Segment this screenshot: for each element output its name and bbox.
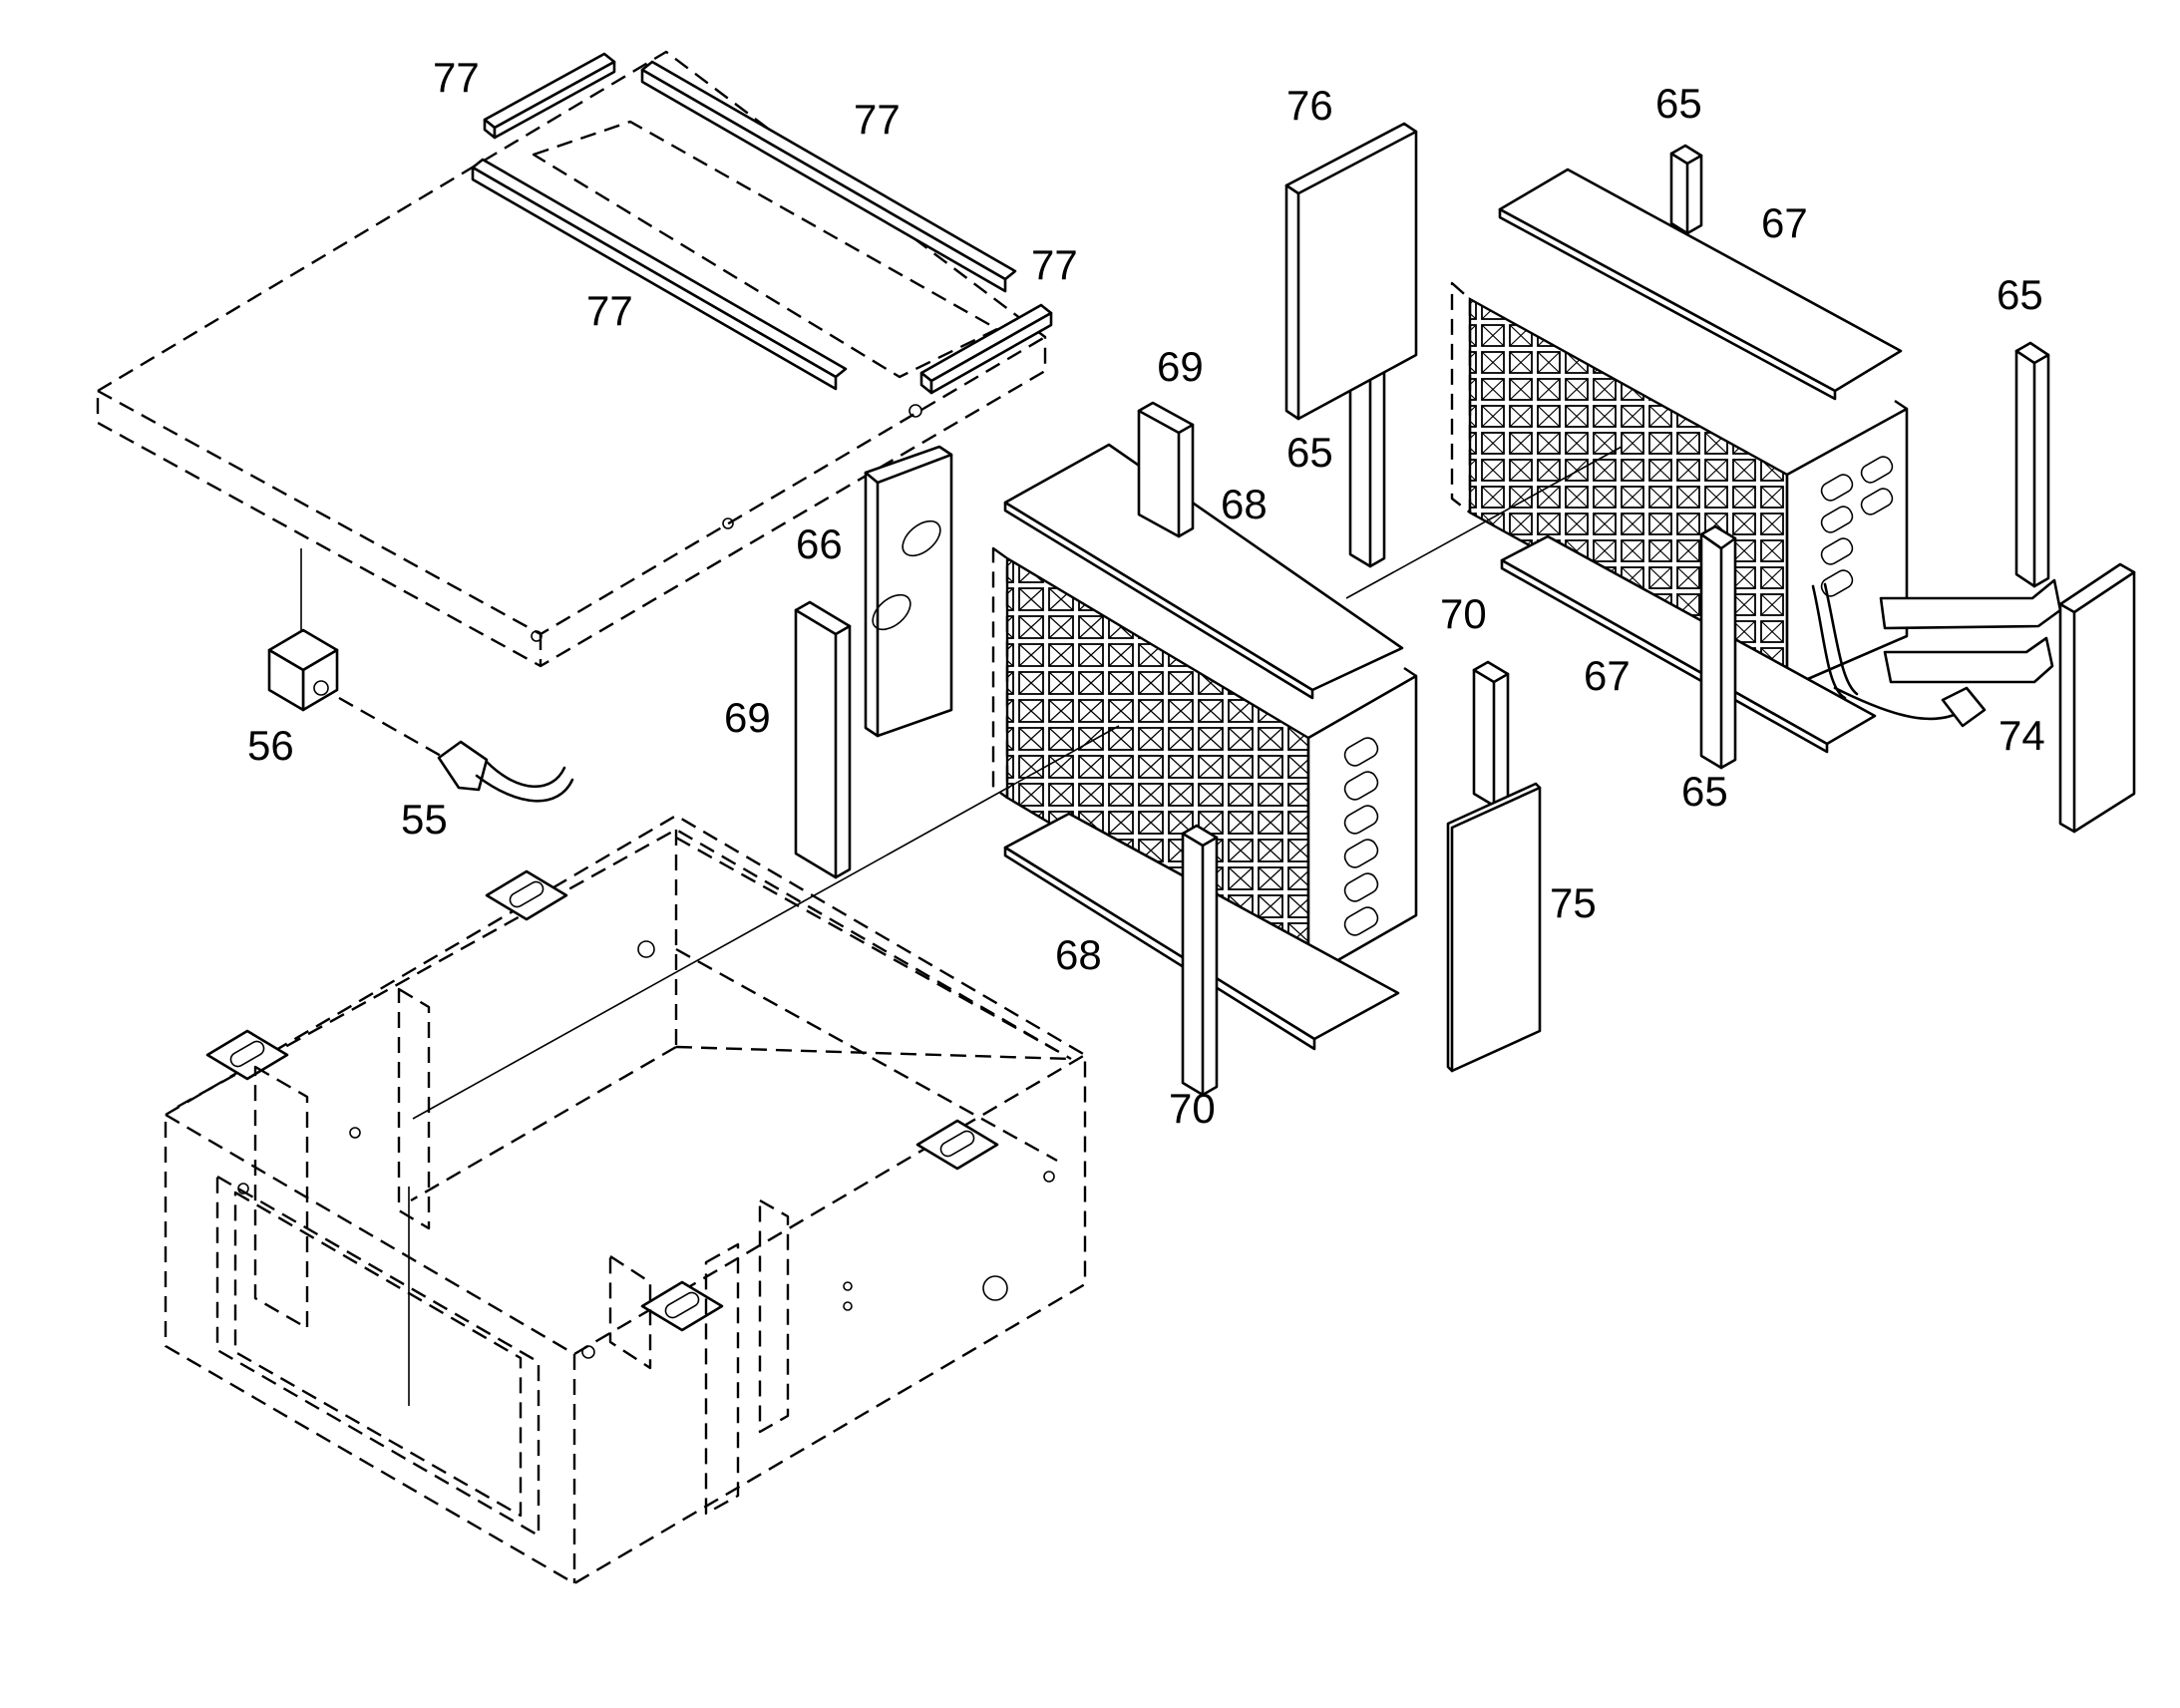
side-panel-69-upper	[1137, 401, 1195, 538]
label-70: 70	[1440, 590, 1487, 637]
label-74: 74	[1998, 712, 2045, 759]
label-67: 67	[1584, 652, 1631, 699]
gasket-plate-66	[864, 445, 953, 738]
mounting-tab-3	[915, 1119, 999, 1171]
side-strip-65-lower	[1699, 524, 1737, 770]
label-67: 67	[1761, 199, 1808, 246]
label-77: 77	[586, 287, 633, 334]
top-plate-67	[1498, 168, 1903, 401]
label-68: 68	[1055, 931, 1102, 978]
side-strip-70-lower	[1181, 824, 1219, 1097]
gasket-strip-long-lower	[471, 158, 848, 391]
side-strip-70-upper	[1472, 660, 1510, 808]
rear-coil-tube-ends	[1820, 456, 1894, 597]
label-69: 69	[724, 694, 771, 741]
front-coil-assembly	[991, 546, 1418, 980]
label-77: 77	[1031, 241, 1078, 288]
label-65: 65	[1997, 271, 2043, 318]
side-panel-75	[1446, 782, 1542, 1073]
part-labels: 77 77 77 77 76 65 65 65 65 67 67 69 69 6…	[247, 54, 2045, 1132]
side-strip-65-right	[2014, 341, 2050, 588]
label-75: 75	[1550, 879, 1597, 926]
side-strip-65-top	[1669, 144, 1703, 235]
mounting-tab-1	[485, 869, 568, 921]
gasket-strip-short-right	[919, 303, 1053, 395]
label-68: 68	[1221, 481, 1268, 527]
label-65: 65	[1681, 768, 1728, 815]
insulation-block-76	[1284, 122, 1418, 421]
label-65: 65	[1655, 80, 1702, 127]
label-77: 77	[854, 96, 901, 143]
side-panel-69-lower	[794, 600, 852, 879]
label-76: 76	[1286, 82, 1333, 129]
top-plate-68	[1003, 443, 1404, 700]
bracket-56	[267, 548, 339, 712]
refrigerant-tubes	[1811, 578, 2062, 728]
connector-55	[338, 696, 574, 803]
mounting-tab-4	[640, 1280, 724, 1332]
label-69: 69	[1157, 343, 1204, 390]
mounting-tab-2	[205, 1029, 289, 1081]
label-70: 70	[1169, 1085, 1216, 1132]
end-panel-74	[2058, 562, 2136, 834]
base-housing	[164, 814, 1087, 1585]
assembly-center-lines	[412, 446, 1623, 1120]
label-56: 56	[247, 722, 294, 769]
label-55: 55	[401, 796, 448, 843]
gasket-strip-short-top	[483, 52, 616, 140]
internal-uprights	[253, 987, 790, 1516]
label-66: 66	[796, 520, 843, 567]
label-65: 65	[1286, 429, 1333, 476]
label-77: 77	[433, 54, 480, 101]
gasket-strip-long-upper	[640, 60, 1017, 293]
front-coil-tube-ends	[1343, 737, 1379, 936]
